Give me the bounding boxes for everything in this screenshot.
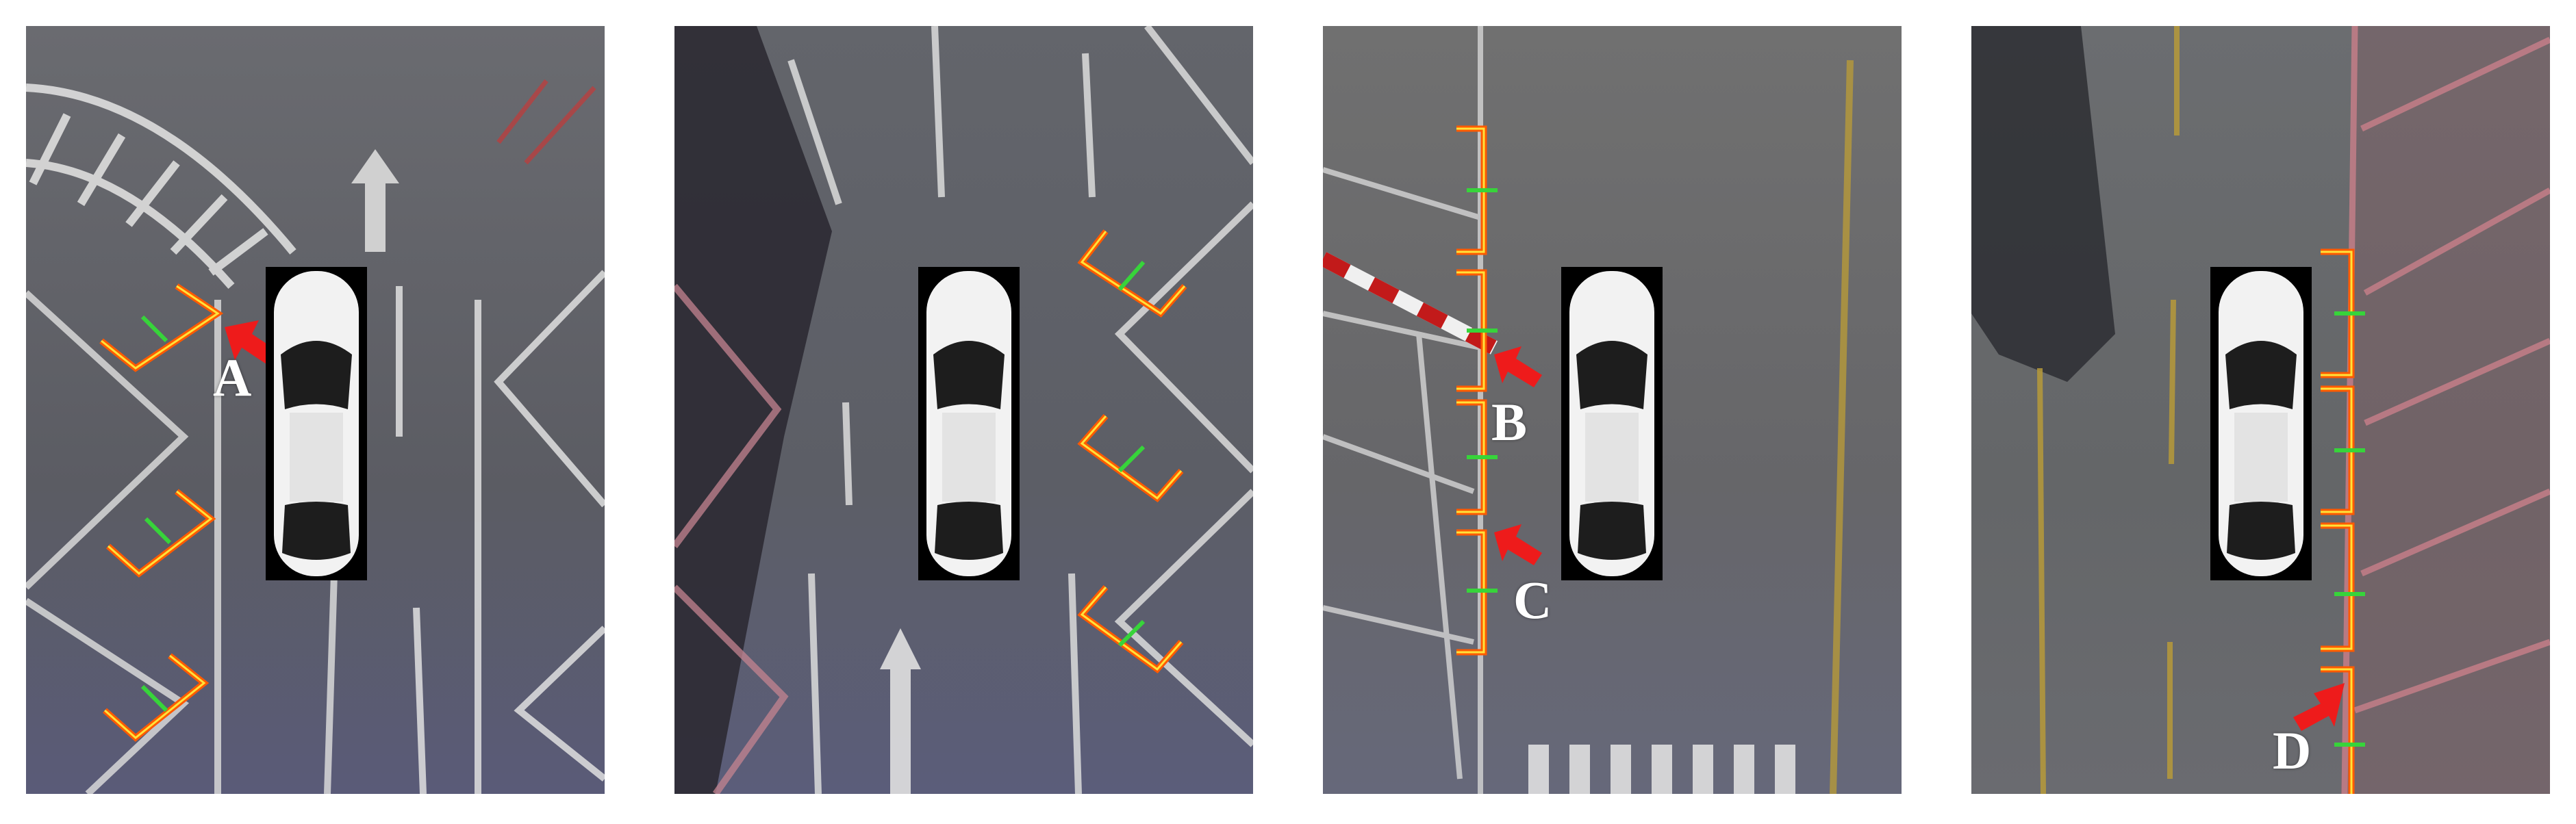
scene-1 (26, 26, 605, 794)
red-arrow (1494, 524, 1542, 565)
parking-slot (2321, 522, 2365, 652)
label-b: B (1491, 392, 1528, 452)
barrier-pole (1323, 252, 1498, 355)
label-c: C (1513, 570, 1552, 630)
ego-car (1561, 267, 1663, 580)
panel-1: A (26, 26, 605, 794)
parking-slot (1456, 125, 1498, 255)
parking-slot (1456, 399, 1498, 515)
parking-slot (99, 283, 224, 372)
parking-slot (1456, 269, 1498, 392)
red-arrow (2293, 683, 2345, 731)
ego-car (266, 267, 367, 580)
ego-car (918, 267, 1020, 580)
ego-car (2210, 267, 2312, 580)
parking-slot (1456, 529, 1498, 656)
parking-slot (2321, 666, 2365, 794)
parking-slot (2321, 385, 2365, 515)
parking-slot (106, 489, 216, 578)
red-arrow (1494, 346, 1542, 387)
parking-slot (1077, 585, 1184, 674)
label-d: D (2273, 721, 2312, 780)
label-a: A (213, 348, 252, 407)
parking-slot (1077, 229, 1187, 318)
panel-2 (674, 26, 1253, 794)
parking-slot (1077, 414, 1184, 503)
panel-4: D (1971, 26, 2550, 794)
parking-slot (103, 653, 210, 742)
panel-3: B C (1323, 26, 1902, 794)
parking-slot (2321, 248, 2365, 378)
